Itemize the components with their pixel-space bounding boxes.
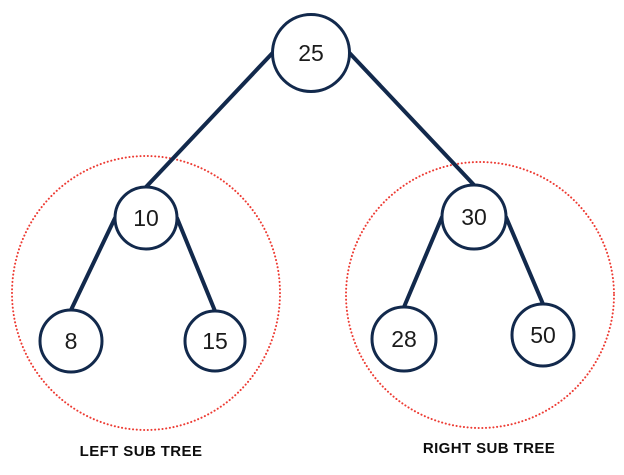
node-30-circle bbox=[440, 183, 508, 251]
node-25-value: 25 bbox=[298, 40, 324, 66]
node-10-value: 10 bbox=[133, 205, 159, 231]
node-8-value: 8 bbox=[65, 328, 78, 354]
node-10: 10 bbox=[113, 185, 179, 251]
node-28: 28 bbox=[370, 305, 438, 373]
node-30: 30 bbox=[440, 183, 508, 251]
edge-node-10-to-node-15 bbox=[175, 216, 217, 313]
edge-node-10-to-node-8 bbox=[69, 216, 117, 312]
right-subtree-outline bbox=[345, 161, 615, 429]
left-subtree-label: LEFT SUB TREE bbox=[79, 443, 203, 460]
node-8-circle bbox=[38, 308, 104, 374]
edge-node-25-to-node-30 bbox=[347, 51, 476, 187]
node-15: 15 bbox=[183, 309, 247, 373]
node-25: 25 bbox=[271, 13, 351, 93]
node-10-circle bbox=[113, 185, 179, 251]
node-25-circle bbox=[271, 13, 351, 93]
left-subtree-outline bbox=[11, 155, 281, 431]
edge-node-25-to-node-10 bbox=[144, 51, 275, 189]
node-50-value: 50 bbox=[530, 322, 556, 348]
node-28-circle bbox=[370, 305, 438, 373]
node-50-circle bbox=[510, 302, 576, 368]
node-28-value: 28 bbox=[391, 326, 417, 352]
node-30-value: 30 bbox=[461, 204, 487, 230]
node-15-value: 15 bbox=[202, 328, 228, 354]
edge-node-30-to-node-50 bbox=[504, 215, 545, 306]
node-8: 8 bbox=[38, 308, 104, 374]
edge-node-30-to-node-28 bbox=[402, 215, 444, 309]
right-subtree-label: RIGHT SUB TREE bbox=[422, 440, 556, 457]
node-50: 50 bbox=[510, 302, 576, 368]
node-15-circle bbox=[183, 309, 247, 373]
